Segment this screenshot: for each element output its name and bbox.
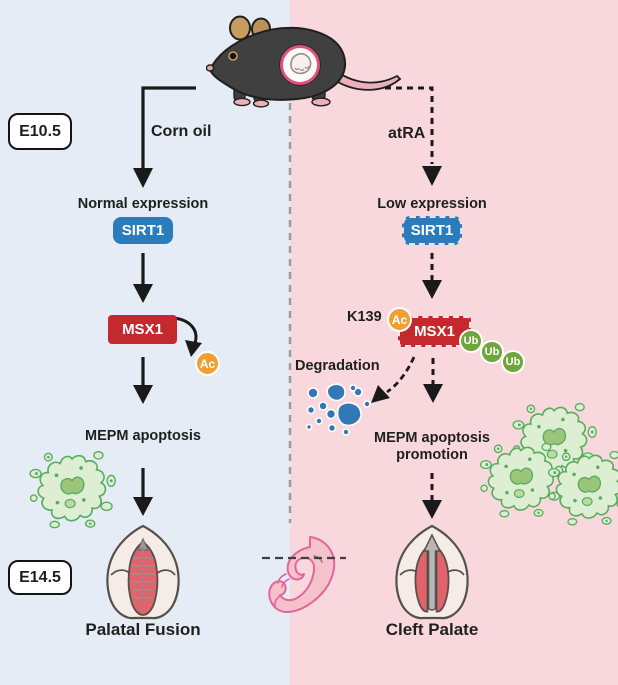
- pregnant-mouse-icon: [206, 15, 402, 108]
- palatal-fusion-label: Palatal Fusion: [85, 620, 201, 639]
- ubiquitin-icon-1: Ub: [459, 329, 483, 353]
- k139-residue-label: K139: [347, 309, 382, 325]
- msx1-box-treated: MSX1: [398, 316, 471, 347]
- mepm-promotion-line1: MEPM apoptosis: [373, 430, 490, 446]
- sirt1-control-label: SIRT1: [121, 222, 165, 239]
- acetyl-mark-k139-icon: Ac: [387, 307, 412, 332]
- apoptotic-cells-right-c-icon: [547, 450, 618, 526]
- fused-palate-icon: [106, 524, 180, 620]
- corn-oil-label: Corn oil: [151, 123, 212, 140]
- sirt1-box-control: SIRT1: [113, 217, 173, 244]
- normal-expression-label: Normal expression: [77, 196, 209, 212]
- sirt1-treated-label: SIRT1: [410, 222, 454, 239]
- acetyl-removed-label: Ac: [199, 356, 216, 371]
- degraded-protein-fragments-icon: [305, 383, 371, 436]
- cleft-palate-label: Cleft Palate: [385, 620, 479, 639]
- ubiquitin-icon-2: Ub: [480, 340, 504, 364]
- stage-badge-e10: E10.5: [8, 113, 72, 150]
- mepm-apoptosis-label: MEPM apoptosis: [84, 428, 201, 444]
- acetyl-k139-label: Ac: [391, 312, 408, 327]
- low-expression-label: Low expression: [377, 196, 487, 212]
- stage-badge-e14-label: E14.5: [19, 568, 61, 586]
- msx1-treated-label: MSX1: [414, 323, 455, 340]
- ubiquitin-label-1: Ub: [463, 335, 479, 347]
- acetyl-mark-removed-icon: Ac: [195, 351, 220, 376]
- stage-badge-e14: E14.5: [8, 560, 72, 595]
- atra-label: atRA: [388, 125, 426, 142]
- degradation-label: Degradation: [295, 358, 380, 374]
- ubiquitin-label-2: Ub: [484, 346, 500, 358]
- msx1-control-label: MSX1: [122, 321, 163, 338]
- stage-badge-e10-label: E10.5: [19, 122, 61, 140]
- msx1-box-control: MSX1: [108, 315, 177, 344]
- mepm-promotion-line2: promotion: [396, 447, 468, 463]
- embryo-icon: [268, 536, 336, 613]
- ubiquitin-icon-3: Ub: [501, 350, 525, 374]
- apoptotic-cells-left-icon: [29, 450, 117, 529]
- cleft-palate-icon: [395, 524, 469, 620]
- sirt1-box-treated: SIRT1: [402, 216, 462, 245]
- ubiquitin-label-3: Ub: [505, 356, 521, 368]
- mepm-apoptosis-promotion-label: MEPM apoptosis promotion: [332, 430, 532, 464]
